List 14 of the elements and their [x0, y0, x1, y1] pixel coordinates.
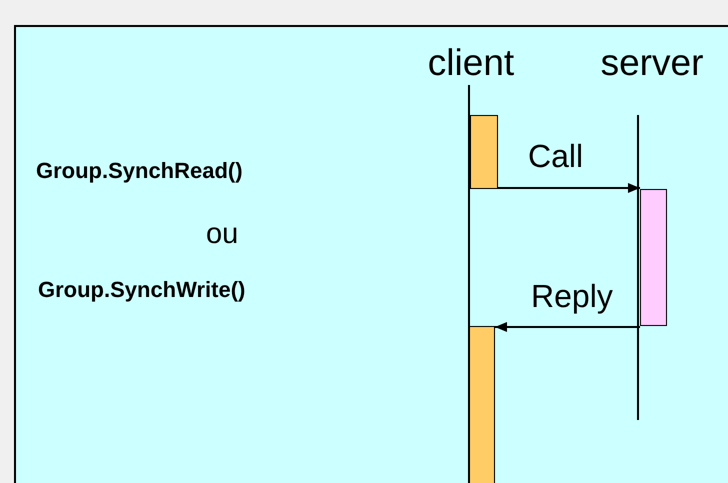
message-arrow: [498, 183, 640, 193]
lifeline-header: client: [416, 40, 526, 86]
message-arrow: [495, 322, 640, 332]
method-name: Group.SynchRead(): [36, 158, 243, 184]
edge-label: Reply: [531, 278, 613, 315]
method-name: Group.SynchWrite(): [38, 277, 246, 303]
lifeline-header: server: [586, 40, 718, 86]
edge-label: Call: [528, 138, 584, 175]
activation-bar: [468, 326, 495, 483]
activation-bar: [470, 115, 498, 189]
note-text: ou: [206, 218, 238, 251]
lifeline: [637, 115, 639, 420]
lifeline: [468, 85, 470, 326]
activation-bar: [640, 189, 667, 326]
